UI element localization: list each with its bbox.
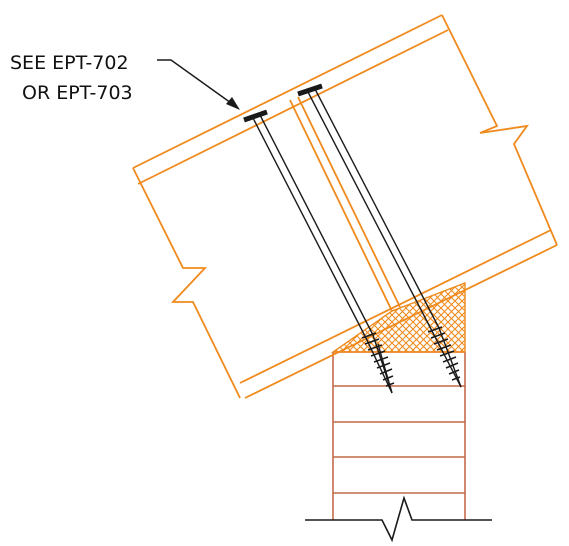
sloped-beam [132, 14, 558, 399]
ground-break-line [305, 495, 492, 543]
callout-leader [157, 59, 240, 110]
bearing-wedge-hatch [330, 281, 466, 353]
wall-lumber-stack [332, 351, 466, 520]
callout-line-2: OR EPT-703 [22, 82, 133, 104]
screw-left [243, 109, 395, 394]
screw-right [297, 83, 462, 388]
callout-line-1: SEE EPT-702 [10, 52, 129, 74]
